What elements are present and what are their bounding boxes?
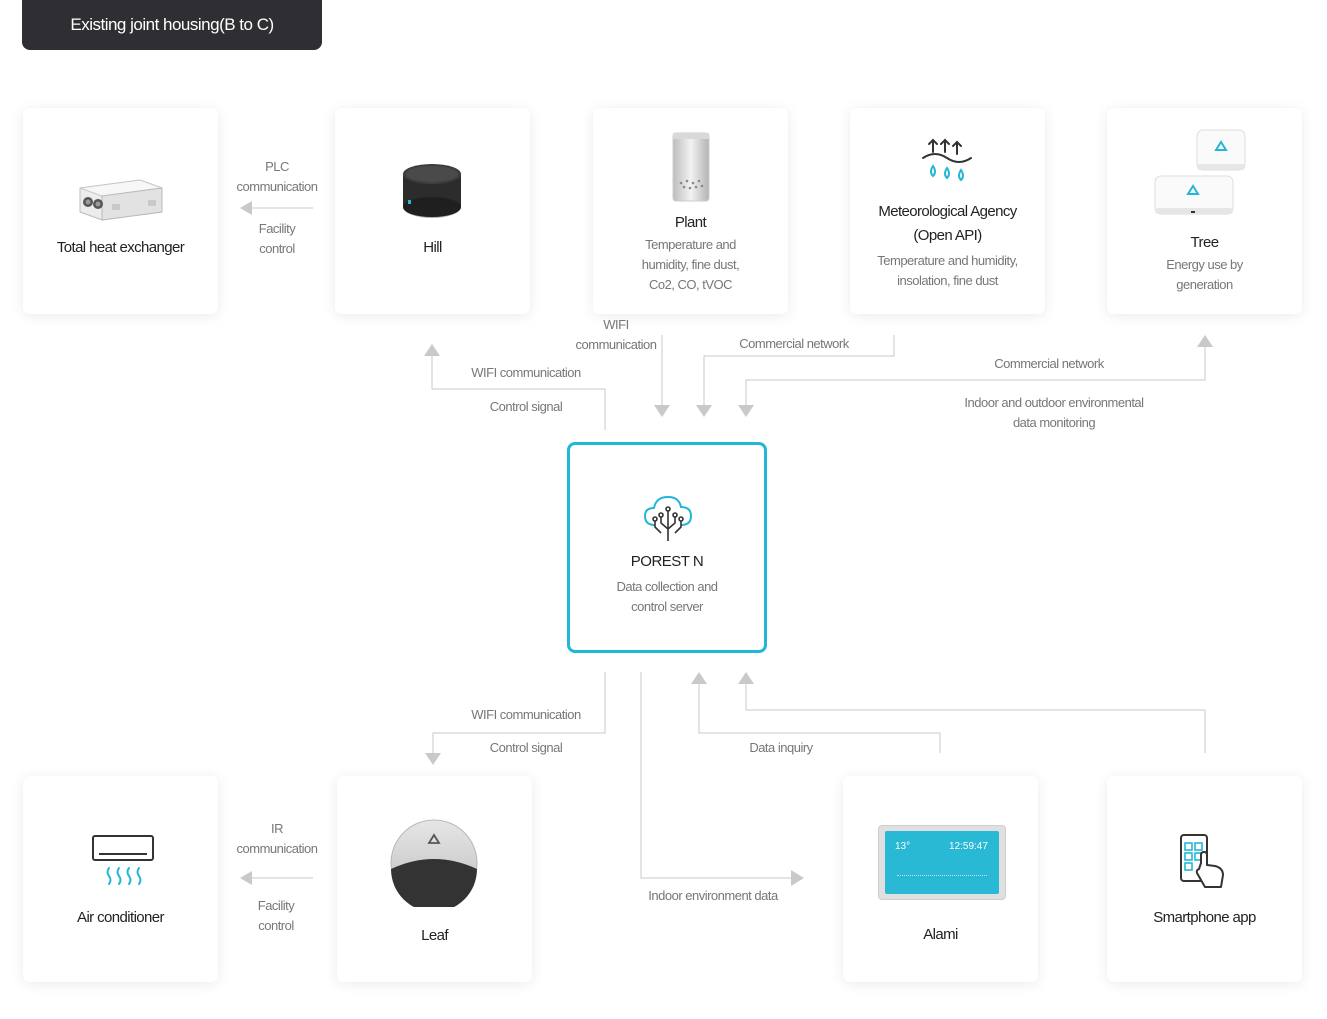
arrow-down-plant: [654, 405, 670, 417]
alami-to-server-line: [698, 684, 941, 753]
facility-control-label-1b: control: [259, 241, 295, 256]
tree-label: Tree: [1190, 234, 1219, 251]
hill-device-icon: [403, 164, 461, 218]
facility-control-label-1a: Facility: [258, 221, 296, 236]
meteo-desc-line-1: Temperature and humidity,: [877, 253, 1018, 268]
server-card-porest-n[interactable]: POREST N Data collection and control ser…: [567, 442, 767, 653]
card-tree[interactable]: Tree Energy use by generation: [1107, 108, 1302, 314]
cloud-network-icon: [643, 495, 693, 541]
plant-desc-line-2: humidity, fine dust,: [641, 257, 740, 272]
arrow-up-smartphone: [738, 672, 754, 684]
meteo-label-line-1: Meteorological Agency: [878, 203, 1017, 220]
plant-sensor-icon: [672, 132, 710, 202]
server-tree-line: [745, 346, 1206, 408]
smartphone-to-server-line: [745, 684, 1206, 753]
arrow-down-meteo: [696, 405, 712, 417]
tree-desc-line-1: Energy use by: [1166, 257, 1243, 272]
ir-label-line-2: communication: [236, 841, 318, 856]
smartphone-app-label: Smartphone app: [1153, 909, 1256, 926]
leaf-label: Leaf: [421, 927, 448, 944]
ir-label-line-1: IR: [271, 821, 284, 836]
alami-screen-icons-row: [897, 875, 987, 884]
data-inquiry-label: Data inquiry: [749, 740, 813, 755]
plant-desc-line-3: Co2, CO, tVOC: [648, 277, 733, 292]
monitoring-label-line-2: data monitoring: [1012, 415, 1096, 430]
arrow-down-tree: [738, 405, 754, 417]
tree-device-icon: [1154, 129, 1246, 215]
alami-panel-icon: 13° 12:59:47: [878, 825, 1006, 900]
commercial-network-meteo-label: Commercial network: [739, 336, 849, 351]
arrow-right-alami: [791, 870, 804, 886]
smartphone-app-icon: [1180, 834, 1224, 888]
heat-exchanger-icon: [79, 179, 163, 221]
control-signal-leaf-label: Control signal: [489, 740, 563, 755]
air-conditioner-icon: [92, 835, 154, 885]
weather-drops-icon: [922, 138, 972, 182]
plant-label: Plant: [674, 214, 707, 231]
plc-label-line-1: PLC: [265, 159, 289, 174]
server-to-alami-line: [640, 672, 793, 879]
page-title: Existing joint housing(B to C): [22, 0, 322, 50]
arrow-left-exchanger: [240, 201, 252, 215]
arrow-up-hill: [424, 344, 440, 356]
arrow-up-tree: [1197, 335, 1213, 347]
server-desc-line-1: Data collection and: [616, 579, 718, 594]
heat-exchanger-label: Total heat exchanger: [56, 239, 185, 256]
card-leaf[interactable]: Leaf: [337, 776, 532, 982]
wifi-plant-label-2: communication: [575, 337, 657, 352]
wifi-hill-label: WIFI communication: [471, 365, 581, 380]
card-hill[interactable]: Hill: [335, 108, 530, 314]
meteo-to-server-line: [703, 335, 895, 408]
card-total-heat-exchanger[interactable]: Total heat exchanger: [23, 108, 218, 314]
control-signal-hill-label: Control signal: [489, 399, 563, 414]
wifi-plant-label-1: WIFI: [603, 317, 629, 332]
alami-label: Alami: [923, 926, 958, 943]
server-desc-line-2: control server: [631, 599, 703, 614]
leaf-device-icon: [390, 819, 478, 907]
wifi-leaf-label: WIFI communication: [471, 707, 581, 722]
air-conditioner-label: Air conditioner: [77, 909, 164, 926]
server-name: POREST N: [630, 553, 704, 570]
server-to-hill-line: [431, 352, 606, 430]
card-air-conditioner[interactable]: Air conditioner: [23, 776, 218, 982]
hill-label: Hill: [423, 239, 442, 256]
arrow-down-leaf: [425, 753, 441, 765]
meteo-desc-line-2: insolation, fine dust: [897, 273, 998, 288]
facility-control-label-2a: Facility: [257, 898, 295, 913]
card-alami[interactable]: 13° 12:59:47 Alami: [843, 776, 1038, 982]
arrow-left-ac: [240, 871, 252, 885]
facility-control-label-2b: control: [258, 918, 294, 933]
alami-screen-temp: 13°: [895, 841, 911, 852]
indoor-env-data-label: Indoor environment data: [648, 888, 778, 903]
monitoring-label-line-1: Indoor and outdoor environmental: [964, 395, 1144, 410]
meteo-label-line-2: (Open API): [913, 227, 982, 244]
card-plant[interactable]: Plant Temperature and humidity, fine dus…: [593, 108, 788, 314]
commercial-network-tree-label: Commercial network: [994, 356, 1104, 371]
alami-screen-time: 12:59:47: [949, 841, 988, 852]
tree-desc-line-2: generation: [1176, 277, 1233, 292]
server-to-leaf-line: [432, 672, 606, 756]
card-smartphone-app[interactable]: Smartphone app: [1107, 776, 1302, 982]
plant-desc-line-1: Temperature and: [645, 237, 736, 252]
arrow-up-alami: [691, 672, 707, 684]
card-meteorological-agency[interactable]: Meteorological Agency (Open API) Tempera…: [850, 108, 1045, 314]
plc-label-line-2: communication: [236, 179, 318, 194]
